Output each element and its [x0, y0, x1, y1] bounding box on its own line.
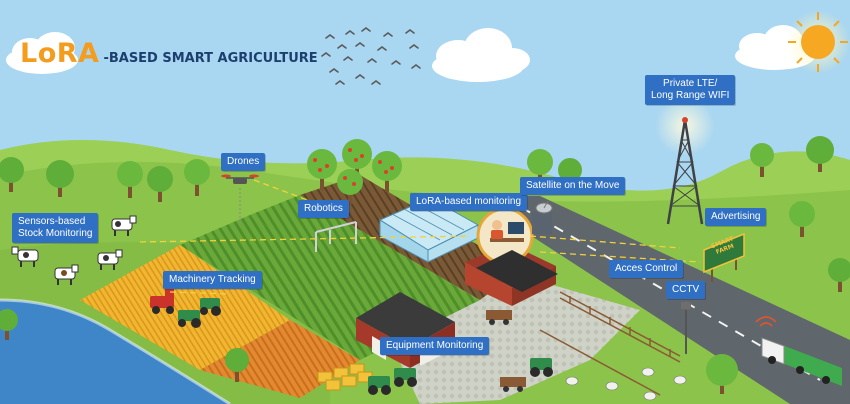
cows	[11, 215, 137, 285]
harvester	[150, 289, 174, 314]
callout-satellite: Satellite on the Move	[520, 177, 626, 195]
callout-drones: Drones	[221, 153, 266, 171]
callout-robotics: Robotics	[298, 200, 349, 218]
title-brand: LoRA	[20, 38, 100, 69]
barn-small	[476, 250, 558, 292]
robotics-gantry	[315, 221, 357, 252]
diagram-title: LoRA -BASED SMART AGRICULTURE	[20, 38, 318, 69]
callout-cctv: CCTV	[666, 281, 706, 299]
river	[0, 300, 230, 404]
wheat-field	[80, 245, 290, 370]
title-text: -BASED SMART AGRICULTURE	[103, 51, 318, 66]
callout-machinery-tracking: Machinery Tracking	[163, 271, 262, 289]
callout-lora-monitoring: LoRA-based monitoring	[410, 193, 528, 211]
trees-right	[225, 136, 850, 394]
crop-field-green	[250, 195, 480, 330]
apple-trees	[307, 139, 402, 204]
callout-equipment-monitoring: Equipment Monitoring	[380, 337, 490, 355]
birds-flock	[321, 27, 421, 85]
cloud-left	[6, 32, 78, 74]
fence	[539, 291, 681, 396]
tractors-yard	[368, 358, 553, 395]
callout-private-lte: Private LTE/ Long Range WIFI	[645, 75, 736, 105]
smart-farm-sign	[703, 232, 745, 282]
road	[470, 196, 850, 404]
cctv-camera-icon	[681, 302, 691, 354]
satellite-dish-icon	[532, 200, 553, 234]
callout-sensors-stock-monitoring: Sensors-based Stock Monitoring	[12, 213, 99, 243]
radio-tower-icon	[655, 96, 715, 225]
carts	[486, 310, 526, 392]
cloud-center	[432, 28, 530, 82]
sheep	[565, 367, 687, 401]
trees-left	[0, 157, 210, 340]
drone-icon	[221, 174, 259, 225]
callout-advertising: Advertising	[705, 208, 767, 226]
truck	[755, 316, 842, 386]
tractor-field	[178, 298, 221, 328]
sun-icon	[786, 10, 850, 74]
hay-bales	[317, 363, 373, 391]
callout-access-control: Acces Control	[609, 260, 684, 278]
